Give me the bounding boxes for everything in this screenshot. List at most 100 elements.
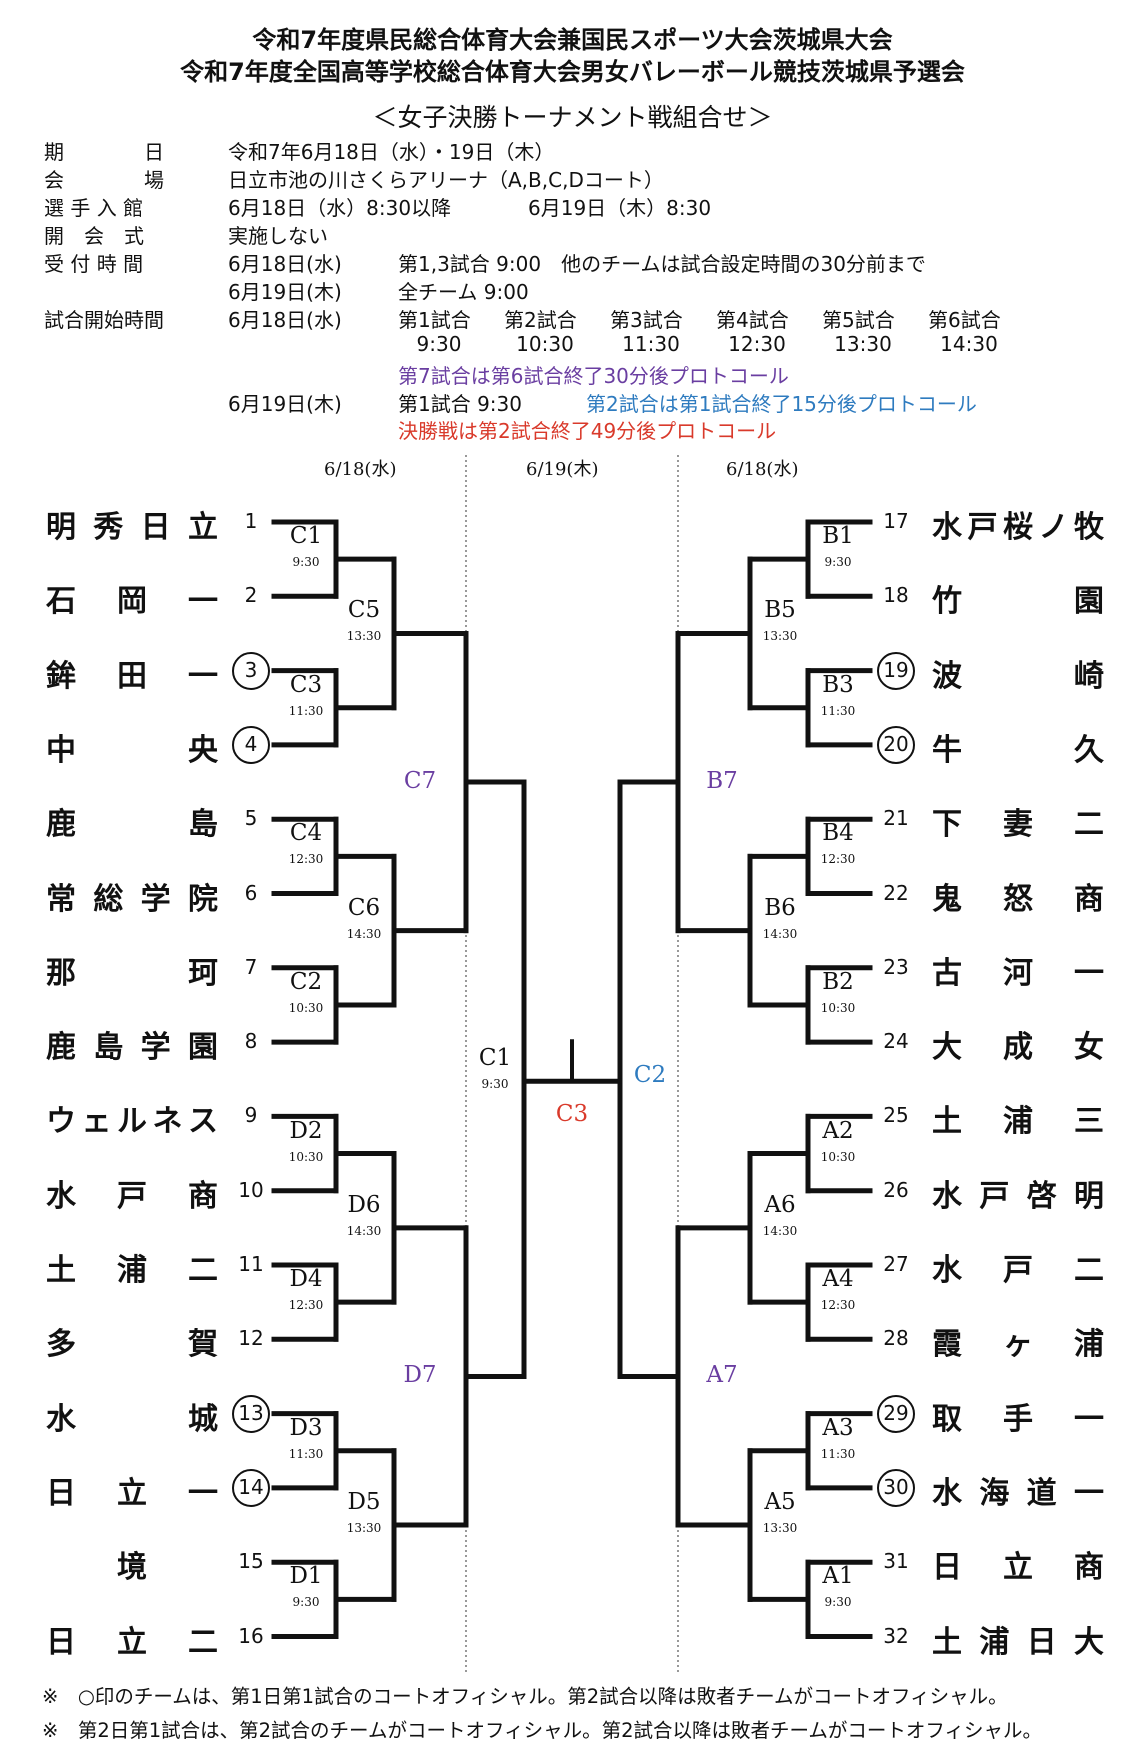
left-team-name: 鹿島学園 [46,1030,218,1066]
circle-mark-icon [232,725,270,764]
circle-mark-icon [232,1468,270,1507]
right-team-number: 18 [883,583,909,608]
right-team-number: 26 [883,1177,909,1202]
right-r2-match-time: 13:30 [762,629,798,644]
right-r3-match-label: B7 [706,768,738,795]
left-team-number: 2 [244,583,258,608]
left-team-number: 6 [244,880,258,905]
left-team-name: 明秀日立 [46,510,218,545]
entry-day2: 6月19日（木）8:30 [528,196,712,220]
left-r1-match-time: 12:30 [288,852,324,867]
start-game-name: 第2試合 [504,308,577,332]
left-team-name: 境 [117,1550,147,1586]
semi-left-match-label: C1 [478,1045,512,1072]
right-r3-match-label: A7 [706,1362,738,1389]
right-team-number: 17 [883,509,909,533]
right-r1-match-time: 11:30 [820,703,856,718]
right-r1-match-time: 9:30 [824,1595,852,1610]
left-r3-match-label: C7 [403,768,437,795]
final-note: 決勝戦は第2試合終了49分後プロトコール [398,419,777,443]
right-team-name: 下 妻 二 [932,807,1104,843]
semi-left-match-time: 9:30 [481,1077,509,1092]
left-team-number: 11 [238,1252,264,1276]
reception-label: 受 付 時 間 [44,252,144,276]
period-label: 期 日 [44,140,164,164]
start-day2: 6月19日(木) [228,392,342,416]
left-team-number: 7 [244,954,258,979]
left-team-name: 石 岡 一 [46,584,218,620]
right-team-number: 22 [883,880,909,905]
left-team-name: 日 立 一 [46,1475,218,1511]
reception-day2: 6月19日(木) [228,280,342,304]
start-game-time: 12:30 [728,332,786,356]
left-team-name: 常総学院 [46,881,218,917]
left-team-number: 15 [238,1549,264,1574]
right-r1-match-label: A4 [822,1266,854,1293]
right-r1-match-label: B1 [822,523,854,550]
right-team-number: 24 [883,1029,909,1054]
date-right: 6/18(水) [726,459,799,480]
entry-label: 選 手 入 館 [44,196,144,220]
left-team-number: 10 [238,1177,264,1202]
left-team-name: 土 浦 二 [46,1253,218,1288]
start-game-time: 11:30 [622,332,680,356]
date-left: 6/18(水) [324,459,397,480]
start-game-time: 9:30 [416,332,462,356]
right-team-name: 日 立 商 [932,1550,1104,1586]
right-team-number: 27 [883,1252,909,1276]
right-team-number: 19 [883,657,909,682]
left-team-name: 那 珂 [46,955,218,991]
right-team-number: 25 [883,1103,909,1128]
venue-label: 会 場 [44,168,164,192]
left-team-number: 9 [244,1103,258,1128]
left-team-number: 14 [238,1474,264,1499]
right-team-name: 水 戸 二 [932,1253,1104,1288]
right-team-number: 32 [883,1623,909,1648]
left-r1-match-label: C1 [289,523,323,550]
left-r1-match-label: C3 [289,671,323,698]
left-r2-match-label: D5 [347,1489,381,1516]
start-game-name: 第6試合 [928,308,1001,332]
right-r2-match-label: B6 [764,894,796,921]
right-r2-match-time: 13:30 [762,1521,798,1536]
day2-game1: 第1試合 9:30 [398,392,522,416]
right-r2-match-time: 14:30 [762,926,798,941]
note-2: ※ 第2日第1試合は、第2試合のチームがコートオフィシャル。第2試合以降は敗者チ… [42,1719,1043,1742]
entry-day1: 6月18日（水）8:30以降 [228,196,452,220]
note-1: ※ ○印のチームは、第1日第1試合のコートオフィシャル。第2試合以降は敗者チーム… [42,1685,1008,1708]
start-game-time: 10:30 [516,332,574,356]
right-team-name: 土 浦 三 [932,1104,1104,1140]
start-game-time: 14:30 [940,332,998,356]
reception-day2-value: 全チーム 9:00 [398,280,529,304]
left-r1-match-time: 11:30 [288,703,324,718]
right-team-name: 土浦日大 [932,1624,1104,1660]
left-team-number: 1 [244,509,258,533]
right-team-number: 21 [883,806,909,831]
left-team-name: 多 賀 [46,1327,218,1363]
left-r1-match-label: D2 [289,1117,323,1144]
left-r1-match-label: C2 [289,968,323,995]
right-r1-match-time: 11:30 [820,1446,856,1461]
right-r1-match-label: B4 [822,820,854,847]
left-r1-match-label: C4 [289,820,323,847]
circle-mark-icon [877,1468,915,1507]
right-team-name: 霞 ヶ 浦 [932,1327,1104,1363]
circle-mark-icon [232,651,270,690]
circle-mark-icon [232,1394,270,1433]
right-r1-match-label: A3 [822,1414,854,1441]
left-team-name: 水 戸 商 [46,1178,218,1214]
right-r1-match-time: 12:30 [820,852,856,867]
right-r1-match-label: B2 [822,968,854,995]
right-team-name: 鬼 怒 商 [932,881,1104,917]
left-r2-match-time: 14:30 [346,926,382,941]
bracket-subtitle: ＜女子決勝トーナメント戦組合せ＞ [372,103,773,132]
reception-day1-value: 第1,3試合 9:00 他のチームは試合設定時間の30分前まで [398,252,926,276]
left-team-number: 5 [244,806,258,831]
left-r1-match-time: 10:30 [288,1000,324,1015]
start-game-name: 第4試合 [716,308,789,332]
left-r2-match-time: 13:30 [346,629,382,644]
left-team-number: 16 [238,1623,264,1648]
right-team-name: 水海道一 [932,1475,1104,1511]
right-team-number: 31 [883,1549,909,1574]
right-r2-match-time: 14:30 [762,1223,798,1238]
